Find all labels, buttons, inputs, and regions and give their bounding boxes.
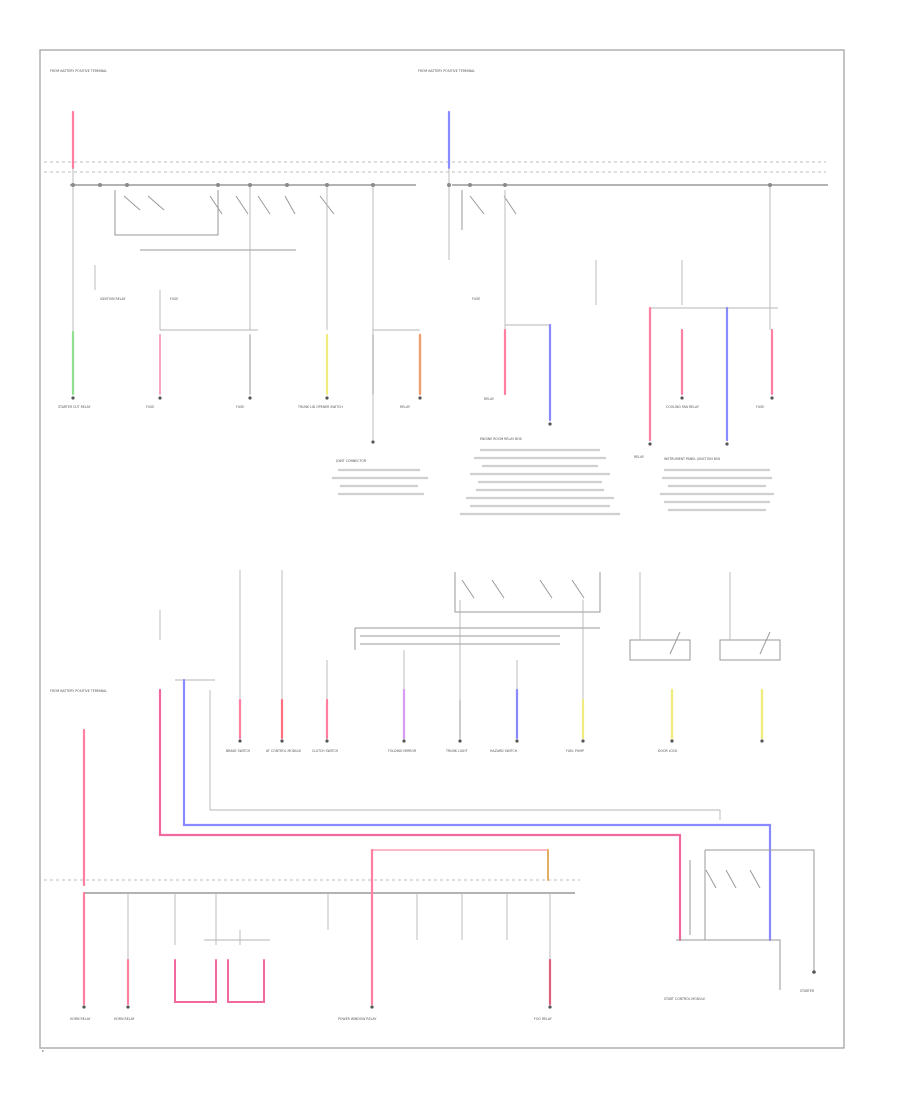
svg-text:RELAY: RELAY xyxy=(400,405,410,409)
svg-text:INSTRUMENT PANEL JUNCTION BOX: INSTRUMENT PANEL JUNCTION BOX xyxy=(664,457,721,461)
starter-label: STARTER xyxy=(800,989,815,993)
relay-group-top xyxy=(114,190,517,251)
svg-text:FUEL PUMP: FUEL PUMP xyxy=(566,749,584,753)
svg-text:FUSE: FUSE xyxy=(170,297,178,301)
svg-text:TRUNK LIGHT: TRUNK LIGHT xyxy=(445,749,468,753)
svg-text:DOOR LOCK: DOOR LOCK xyxy=(658,749,678,753)
mid-text-lines xyxy=(332,448,774,516)
diagram-frame xyxy=(39,49,845,1049)
source-label-left: FROM BATTERY POSITIVE TERMINAL xyxy=(50,69,107,73)
drops-lower xyxy=(159,570,731,820)
terminals-bottom xyxy=(82,970,816,1009)
wire-blue-harness xyxy=(182,678,772,942)
start-control-module xyxy=(676,849,815,990)
labels-lower-row: BRAKE SWITCH AT CONTROL MODULE CLUTCH SW… xyxy=(226,749,678,753)
svg-text:HORN RELAY: HORN RELAY xyxy=(114,1017,135,1021)
svg-text:IGNITION RELAY: IGNITION RELAY xyxy=(100,297,126,301)
svg-text:FOLDING MIRROR: FOLDING MIRROR xyxy=(388,749,417,753)
svg-text:CLUTCH SWITCH: CLUTCH SWITCH xyxy=(312,749,339,753)
bus-nodes xyxy=(71,183,772,187)
labels-top-row: STARTER CUT RELAY FUSE FUSE TRUNK LID OP… xyxy=(58,297,764,459)
svg-text:ENGINE ROOM RELAY BOX: ENGINE ROOM RELAY BOX xyxy=(480,437,523,441)
terminals-top xyxy=(71,396,774,446)
wire-pink-loop-1 xyxy=(174,959,217,1003)
svg-text:JOINT CONNECTOR: JOINT CONNECTOR xyxy=(335,459,367,463)
labels-bottom-row: HORN RELAY HORN RELAY POWER WINDOW RELAY… xyxy=(70,1017,552,1021)
svg-text:HAZARD SWITCH: HAZARD SWITCH xyxy=(490,749,518,753)
svg-text:FUSE: FUSE xyxy=(756,405,764,409)
svg-text:BRAKE SWITCH: BRAKE SWITCH xyxy=(226,749,251,753)
diagram-code: E xyxy=(42,1049,44,1053)
svg-text:POWER WINDOW RELAY: POWER WINDOW RELAY xyxy=(338,1017,376,1021)
svg-text:FUSE: FUSE xyxy=(472,297,480,301)
svg-text:TRUNK LID OPENER SWITCH: TRUNK LID OPENER SWITCH xyxy=(297,405,343,409)
svg-text:RELAY: RELAY xyxy=(634,455,644,459)
drops-bottom xyxy=(127,893,551,960)
source-label-mid: FROM BATTERY POSITIVE TERMINAL xyxy=(418,69,475,73)
svg-text:HORN RELAY: HORN RELAY xyxy=(70,1017,91,1021)
mid-blocks: JOINT CONNECTOR ENGINE ROOM RELAY BOX IN… xyxy=(335,437,721,463)
svg-text:AT CONTROL MODULE: AT CONTROL MODULE xyxy=(266,749,301,753)
terminals-lower xyxy=(238,739,764,743)
svg-text:COOLING FAN RELAY: COOLING FAN RELAY xyxy=(666,405,699,409)
wire-pink-harness xyxy=(158,688,682,942)
svg-text:RELAY: RELAY xyxy=(484,397,494,401)
drops-top xyxy=(94,185,778,440)
svg-text:FUSE: FUSE xyxy=(146,405,154,409)
svg-text:FUSE: FUSE xyxy=(236,405,244,409)
start-control-module-label: START CONTROL MODULE xyxy=(664,997,705,1001)
source-label-lower: FROM BATTERY POSITIVE TERMINAL xyxy=(50,689,107,693)
svg-text:FOG RELAY: FOG RELAY xyxy=(534,1017,552,1021)
relay-group-lower xyxy=(354,572,781,661)
svg-text:STARTER CUT RELAY: STARTER CUT RELAY xyxy=(58,405,91,409)
wire-pink-loop-2 xyxy=(227,959,265,1003)
